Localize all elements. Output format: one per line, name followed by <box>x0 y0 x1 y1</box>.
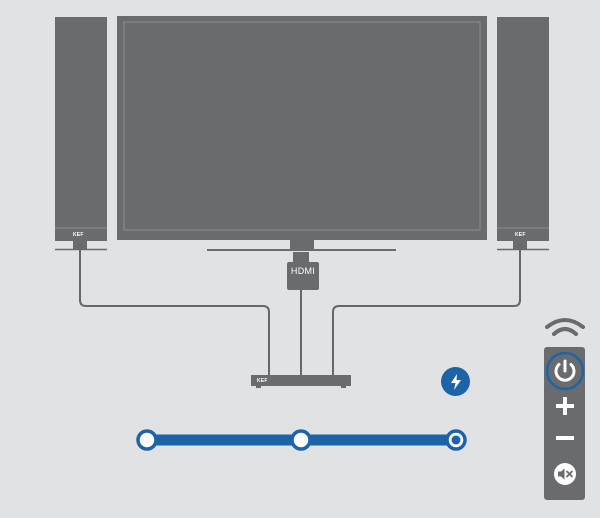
wifi-icon <box>545 318 585 336</box>
plus-icon <box>555 397 574 415</box>
volume-down-button[interactable] <box>544 427 585 449</box>
volume-up-button[interactable] <box>544 395 585 417</box>
power-button[interactable] <box>544 351 585 391</box>
right-speaker-logo: KEF <box>515 232 526 238</box>
left-speaker <box>55 17 107 251</box>
hdmi-connector <box>287 252 319 290</box>
mute-button[interactable] <box>544 459 585 489</box>
mute-icon <box>553 463 576 485</box>
left-speaker-cable <box>79 249 270 376</box>
progress-step-3-active-dot <box>451 435 461 445</box>
right-speaker-cable <box>332 249 521 376</box>
progress-step-1[interactable] <box>136 429 158 451</box>
cables <box>79 249 521 376</box>
minus-icon <box>555 436 574 440</box>
lightning-icon <box>450 373 461 390</box>
progress-step-2[interactable] <box>290 429 312 451</box>
left-speaker-logo: KEF <box>73 232 84 238</box>
lightning-button[interactable] <box>441 367 470 396</box>
hdmi-label: HDMI <box>290 266 316 276</box>
progress-indicator <box>136 429 467 451</box>
hub-logo: KEF <box>257 378 268 384</box>
right-speaker <box>497 17 549 251</box>
remote-control <box>544 347 585 500</box>
power-icon <box>545 351 584 391</box>
hub-device <box>251 375 351 388</box>
television <box>117 16 487 251</box>
